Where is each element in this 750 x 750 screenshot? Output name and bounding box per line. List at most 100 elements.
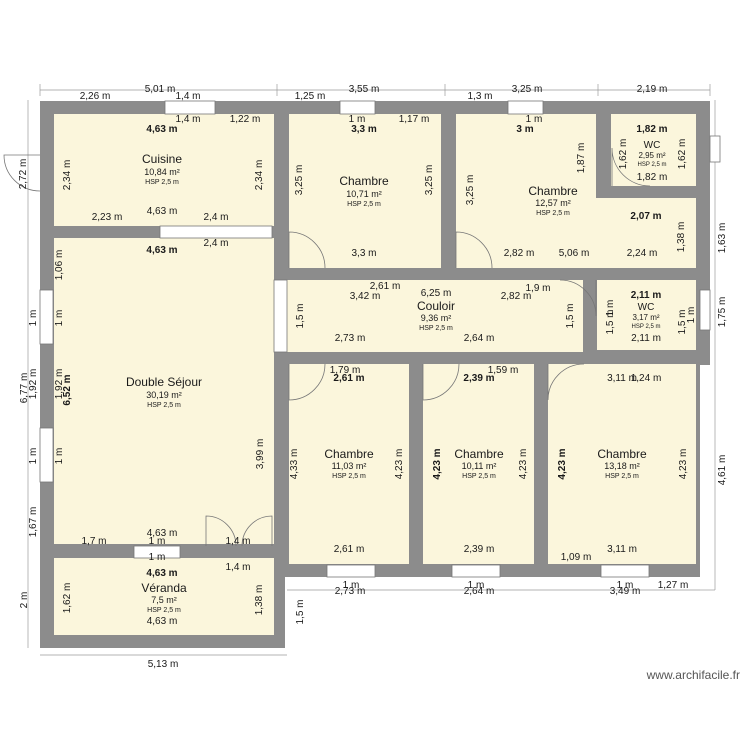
chambre4-floor — [423, 364, 534, 564]
dimension-label: 3,25 m — [424, 165, 435, 196]
dimension-label: 1 m — [54, 448, 65, 465]
dimension-label: 2,61 m — [333, 373, 364, 384]
dimension-label: 2,11 m — [631, 290, 662, 301]
dimension-label: 2,61 m — [370, 281, 401, 292]
dimension-label: 1,75 m — [717, 297, 728, 328]
dimension-label: 5,01 m — [145, 84, 176, 95]
dimension-label: 4,33 m — [289, 449, 300, 480]
dimension-label: 1 m — [605, 300, 616, 317]
dimension-label: 3,42 m — [350, 291, 381, 302]
window-chambre1-top — [339, 100, 376, 115]
dimension-labels: 5,01 m 2,26 m 1,4 m 1,25 m 3,55 m 1,3 m … — [18, 84, 728, 670]
window-chambre3-bottom — [326, 564, 376, 578]
dimension-label: 1 m — [343, 580, 360, 591]
dimension-label: 1,5 m — [605, 309, 616, 334]
dimension-label: 4,63 m — [147, 528, 178, 539]
dimension-label: 1,4 m — [225, 536, 250, 547]
dimension-label: 3,25 m — [512, 84, 543, 95]
dimension-label: 1,27 m — [658, 580, 689, 591]
room-labels: Cuisine 10,84 m² HSP 2,5 m Chambre 10,71… — [126, 140, 666, 614]
dimension-label: 1,7 m — [81, 536, 106, 547]
dimension-label: 1 m — [28, 448, 39, 465]
door-wc1 — [611, 147, 651, 187]
doors — [3, 147, 651, 547]
dimension-label: 1 m — [149, 536, 166, 547]
window-wc1-right — [709, 135, 721, 163]
chambre5-floor — [548, 364, 696, 564]
dimension-label: 1 m — [686, 307, 697, 324]
dimension-label: 4,63 m — [146, 568, 177, 579]
room-hsp: HSP 2,5 m — [147, 607, 181, 614]
dimension-label: 2,26 m — [80, 91, 111, 102]
dimension-label: 2,4 m — [203, 238, 228, 249]
dimension-label: 1 m — [54, 310, 65, 327]
dimension-label: 2,24 m — [627, 248, 658, 259]
dimension-label: 2,72 m — [18, 159, 29, 190]
dimension-label: 3,3 m — [351, 248, 376, 259]
dimension-label: 1 m — [149, 552, 166, 563]
veranda-floor — [54, 558, 274, 635]
room-area: 10,84 m² — [144, 167, 180, 177]
dimension-label: 2,34 m — [62, 160, 73, 191]
dimension-label: 5,06 m — [559, 248, 590, 259]
room-name: Chambre — [454, 447, 504, 461]
room-area: 10,71 m² — [346, 189, 382, 199]
window-sejour-left2 — [39, 427, 54, 483]
room-hsp: HSP 2,5 m — [462, 473, 496, 480]
dimension-label: 1,4 m — [225, 562, 250, 573]
dimension-label: 4,63 m — [147, 206, 178, 217]
room-area: 3,17 m² — [632, 313, 659, 322]
dimension-label: 4,63 m — [146, 245, 177, 256]
dimension-label: 2,07 m — [630, 211, 661, 222]
door-veranda-right — [241, 515, 273, 547]
dimension-label: 2,19 m — [637, 84, 668, 95]
dimension-label: 2,23 m — [92, 212, 123, 223]
dimension-label: 1,25 m — [295, 91, 326, 102]
room-name: Chambre — [339, 174, 389, 188]
dimension-label: 1,4 m — [175, 91, 200, 102]
dimension-label: 4,23 m — [678, 449, 689, 480]
door-chambre3 — [288, 363, 326, 401]
room-hsp: HSP 2,5 m — [632, 324, 661, 330]
chambre2-floor — [456, 114, 696, 268]
dimension-label: 3,25 m — [294, 165, 305, 196]
door-entry — [3, 154, 41, 192]
wc2-floor — [597, 280, 696, 350]
dimension-label: 1,38 m — [676, 222, 687, 253]
dimension-label: 6,25 m — [421, 288, 452, 299]
watermark-text: www.archifacile.fr — [646, 668, 740, 682]
dimension-label: 1,24 m — [631, 373, 662, 384]
dimension-label: 2,11 m — [631, 333, 661, 344]
dimension-label: 3,3 m — [351, 124, 377, 135]
room-hsp: HSP 2,5 m — [145, 179, 179, 186]
cuisine-floor — [54, 114, 274, 226]
window-chambre2-top — [507, 100, 544, 115]
dimension-label: 1,5 m — [295, 303, 306, 328]
dimension-label: 3,11 m — [607, 373, 637, 384]
windows — [39, 100, 721, 578]
dimension-label: 4,63 m — [146, 124, 177, 135]
dimension-label: 3,11 m — [607, 544, 637, 555]
dimension-label: 1 m — [28, 310, 39, 327]
dimension-label: 1,06 m — [54, 250, 65, 281]
room-name: Double Séjour — [126, 375, 202, 389]
room-hsp: HSP 2,5 m — [332, 473, 366, 480]
dimension-label: 1,9 m — [525, 283, 550, 294]
dimension-label: 1,82 m — [637, 172, 668, 183]
dimension-label: 3,99 m — [255, 439, 266, 470]
dimension-label: 4,23 m — [432, 448, 443, 479]
dimension-label: 1,92 m — [28, 369, 39, 400]
room-area: 30,19 m² — [146, 390, 182, 400]
dimension-label: 1,38 m — [254, 585, 265, 616]
dimension-label: 1,09 m — [561, 552, 592, 563]
window-sejour-left1 — [39, 289, 54, 345]
dimension-label: 1,92 m — [54, 369, 65, 400]
door-wc2 — [559, 279, 597, 317]
door-chambre1 — [288, 231, 326, 269]
dimension-label: 6,52 m — [62, 374, 73, 405]
room-hsp: HSP 2,5 m — [347, 201, 381, 208]
room-area: 12,57 m² — [535, 198, 571, 208]
room-hsp: HSP 2,5 m — [605, 473, 639, 480]
window-couloir-left — [273, 279, 288, 353]
room-area: 7,5 m² — [151, 595, 177, 605]
